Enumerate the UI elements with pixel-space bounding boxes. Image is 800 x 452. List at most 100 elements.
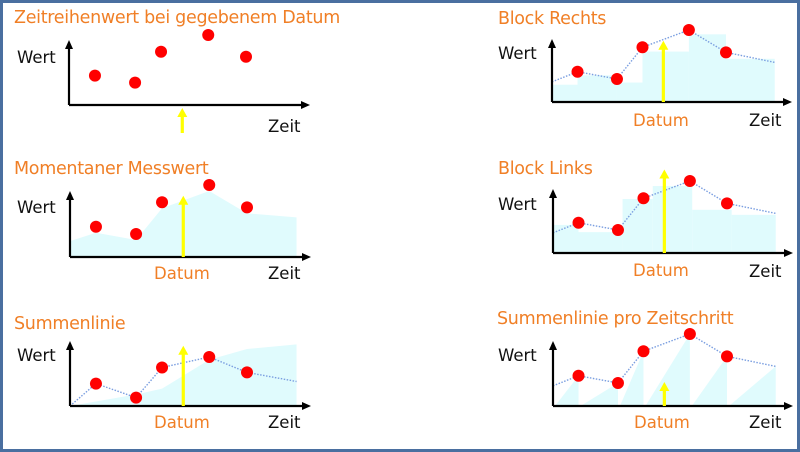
data-point	[610, 72, 623, 85]
data-point	[683, 175, 696, 187]
step-block	[652, 186, 693, 253]
plot-area	[65, 29, 310, 133]
step-block	[552, 84, 578, 102]
plot-area	[549, 328, 793, 410]
data-point	[89, 377, 102, 390]
y-axis-arrowhead	[549, 189, 557, 198]
x-axis-label: Zeit	[268, 117, 301, 136]
step-block	[692, 209, 732, 253]
data-point	[611, 376, 624, 389]
y-axis-label: Wert	[17, 346, 56, 365]
data-point	[241, 201, 253, 214]
step-block	[553, 224, 579, 253]
y-axis-label: Wert	[498, 195, 537, 214]
datum-label: Datum	[634, 413, 690, 432]
data-point	[203, 179, 216, 191]
data-point	[571, 65, 584, 78]
panel-momentaner-messwert: Momentaner Messwert Wert Datum Zeit	[0, 150, 320, 300]
y-axis-label: Wert	[498, 44, 537, 63]
panel-title: Summenlinie pro Zeitschritt	[497, 309, 734, 329]
y-axis-arrowhead	[66, 341, 74, 350]
data-point	[241, 366, 253, 379]
data-point	[637, 345, 650, 358]
datum-label: Datum	[154, 264, 210, 283]
step-block	[622, 199, 653, 253]
datum-label: Datum	[154, 413, 210, 432]
data-point	[611, 223, 624, 236]
data-point	[130, 227, 143, 240]
y-axis-arrowhead	[65, 40, 73, 49]
step-block	[688, 34, 726, 102]
datum-arrow-head	[178, 345, 189, 355]
x-axis-arrowhead	[301, 101, 310, 109]
panel-zeitreihenwert: Zeitreihenwert bei gegebenem Datum Wert …	[0, 0, 340, 150]
datum-arrow-head	[658, 40, 669, 50]
step-block	[616, 82, 643, 102]
step-block	[726, 58, 775, 102]
data-point	[156, 196, 169, 209]
datum-arrow-head	[659, 169, 670, 179]
datum-arrow-head	[659, 382, 670, 391]
x-axis-arrowhead	[784, 249, 793, 257]
sawtooth-fill	[555, 375, 579, 406]
datum-arrow-head	[177, 108, 188, 117]
step-block	[642, 51, 689, 102]
data-point	[720, 46, 732, 59]
datum-arrow-head	[178, 195, 189, 205]
sawtooth-fill	[645, 334, 690, 406]
plot-area	[66, 179, 311, 261]
x-axis-arrowhead	[302, 253, 311, 261]
datum-label: Datum	[633, 111, 689, 130]
x-axis-label: Zeit	[749, 262, 782, 281]
x-axis-label: Zeit	[749, 111, 782, 130]
step-block	[578, 232, 623, 253]
sawtooth-fill	[691, 356, 727, 406]
step-block	[731, 214, 776, 253]
plot-area	[548, 24, 792, 106]
data-point	[572, 369, 585, 382]
x-axis-label: Zeit	[268, 413, 301, 432]
data-point	[202, 29, 215, 41]
panel-title: Zeitreihenwert bei gegebenem Datum	[14, 8, 340, 28]
data-point	[156, 361, 169, 374]
sawtooth-fill	[729, 366, 776, 406]
x-axis-label: Zeit	[749, 413, 782, 432]
plot-area	[549, 169, 793, 257]
y-axis-label: Wert	[17, 48, 56, 67]
data-point	[682, 24, 695, 36]
data-point	[89, 220, 102, 233]
data-point	[721, 197, 733, 210]
data-point	[721, 350, 733, 363]
data-point	[129, 76, 142, 89]
data-point	[637, 192, 650, 205]
x-axis-label: Zeit	[268, 264, 301, 283]
panel-title: Summenlinie	[14, 314, 126, 334]
panel-summenlinie-pro-zeitschritt: Summenlinie pro Zeitschritt Wert Datum Z…	[480, 300, 800, 450]
plot-area	[66, 341, 311, 410]
y-axis-arrowhead	[549, 341, 557, 350]
sawtooth-fill	[619, 351, 644, 406]
data-point	[203, 351, 216, 363]
data-point	[155, 45, 168, 58]
panel-block-rechts: Block Rechts Wert Datum Zeit	[480, 0, 800, 150]
y-axis-label: Wert	[17, 198, 56, 217]
panel-summenlinie: Summenlinie Wert Datum Zeit	[0, 300, 320, 450]
y-axis-label: Wert	[498, 346, 537, 365]
x-axis-arrowhead	[302, 402, 311, 410]
data-point	[683, 328, 696, 340]
x-axis-arrowhead	[783, 98, 792, 106]
y-axis-arrowhead	[66, 191, 74, 200]
y-axis-arrowhead	[548, 39, 556, 48]
x-axis-arrowhead	[784, 402, 793, 410]
panel-block-links: Block Links Wert Datum Zeit	[480, 150, 800, 300]
panel-title: Momentaner Messwert	[14, 159, 209, 179]
data-point	[88, 69, 101, 82]
data-point	[572, 216, 585, 229]
datum-label: Datum	[633, 261, 689, 280]
data-point	[130, 391, 143, 404]
step-block	[577, 75, 617, 102]
data-point	[636, 41, 649, 54]
cumulative-fill	[70, 344, 297, 406]
sawtooth-fill	[580, 382, 618, 406]
panel-title: Block Links	[498, 159, 593, 179]
